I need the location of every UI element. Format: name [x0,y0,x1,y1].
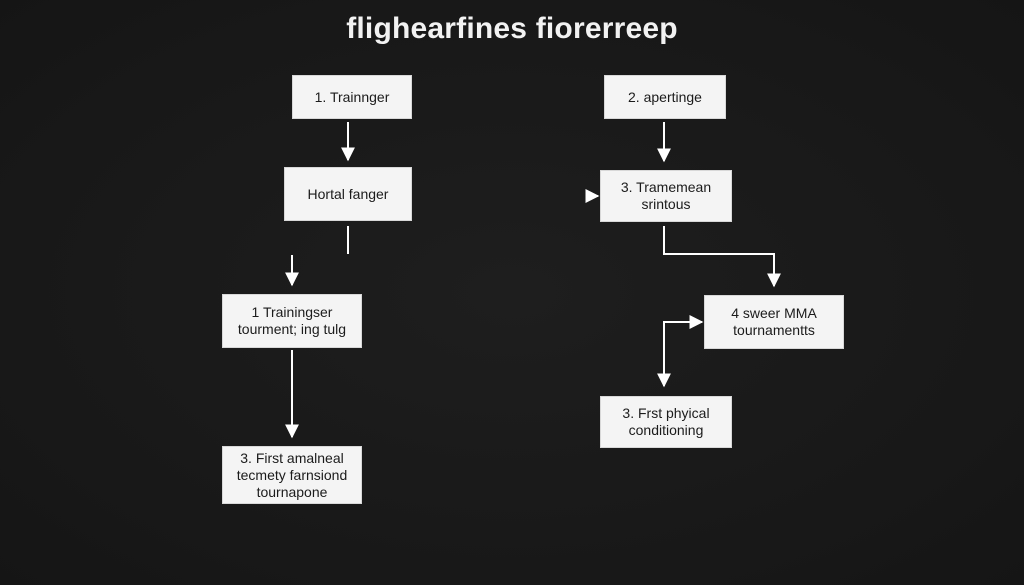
flow-node-label: 1 Trainingser [251,304,333,320]
flow-node-label: srintous [641,196,691,212]
flow-node-first-amalneal: 3. First amalneal tecmety farnsiond tour… [222,446,362,504]
arrow-n6-to-n7 [663,226,781,288]
diagram-title: flighearfines fiorerreep [346,12,678,45]
flow-node-label: tourment; ing tulg [237,321,347,337]
flow-node-label: 1. Trainnger [314,88,390,105]
flow-node-label: 4 sweer MMA [731,305,817,321]
flow-node-mma-tournaments: 4 sweer MMA tournamentts [704,295,844,349]
flow-node-label: tournapone [256,483,328,500]
flow-node-label: 2. apertinge [628,88,702,105]
flow-node-label: 3. Tramemean [620,179,712,195]
flow-node-training-tourment: 1 Trainingser tourment; ing tulg [222,294,362,348]
flow-node-label: conditioning [628,422,704,438]
flow-node-label: tecmety farnsiond [236,466,348,483]
flow-node-hortal: Hortal fanger [284,167,412,221]
flow-node-tramemean: 3. Tramemean srintous [600,170,732,222]
flow-node-physical-conditioning: 3. Frst phyical conditioning [600,396,732,448]
flow-node-label: tournamentts [733,322,815,338]
flow-node-label: 3. First amalneal [240,449,344,466]
flow-node-step-1: 1. Trainnger [292,75,412,119]
flow-node-label: 3. Frst phyical [622,405,710,421]
arrow-loop-n7-n8 [657,315,704,388]
flow-node-label: Hortal fanger [307,185,389,202]
flow-node-step-2: 2. apertinge [604,75,726,119]
